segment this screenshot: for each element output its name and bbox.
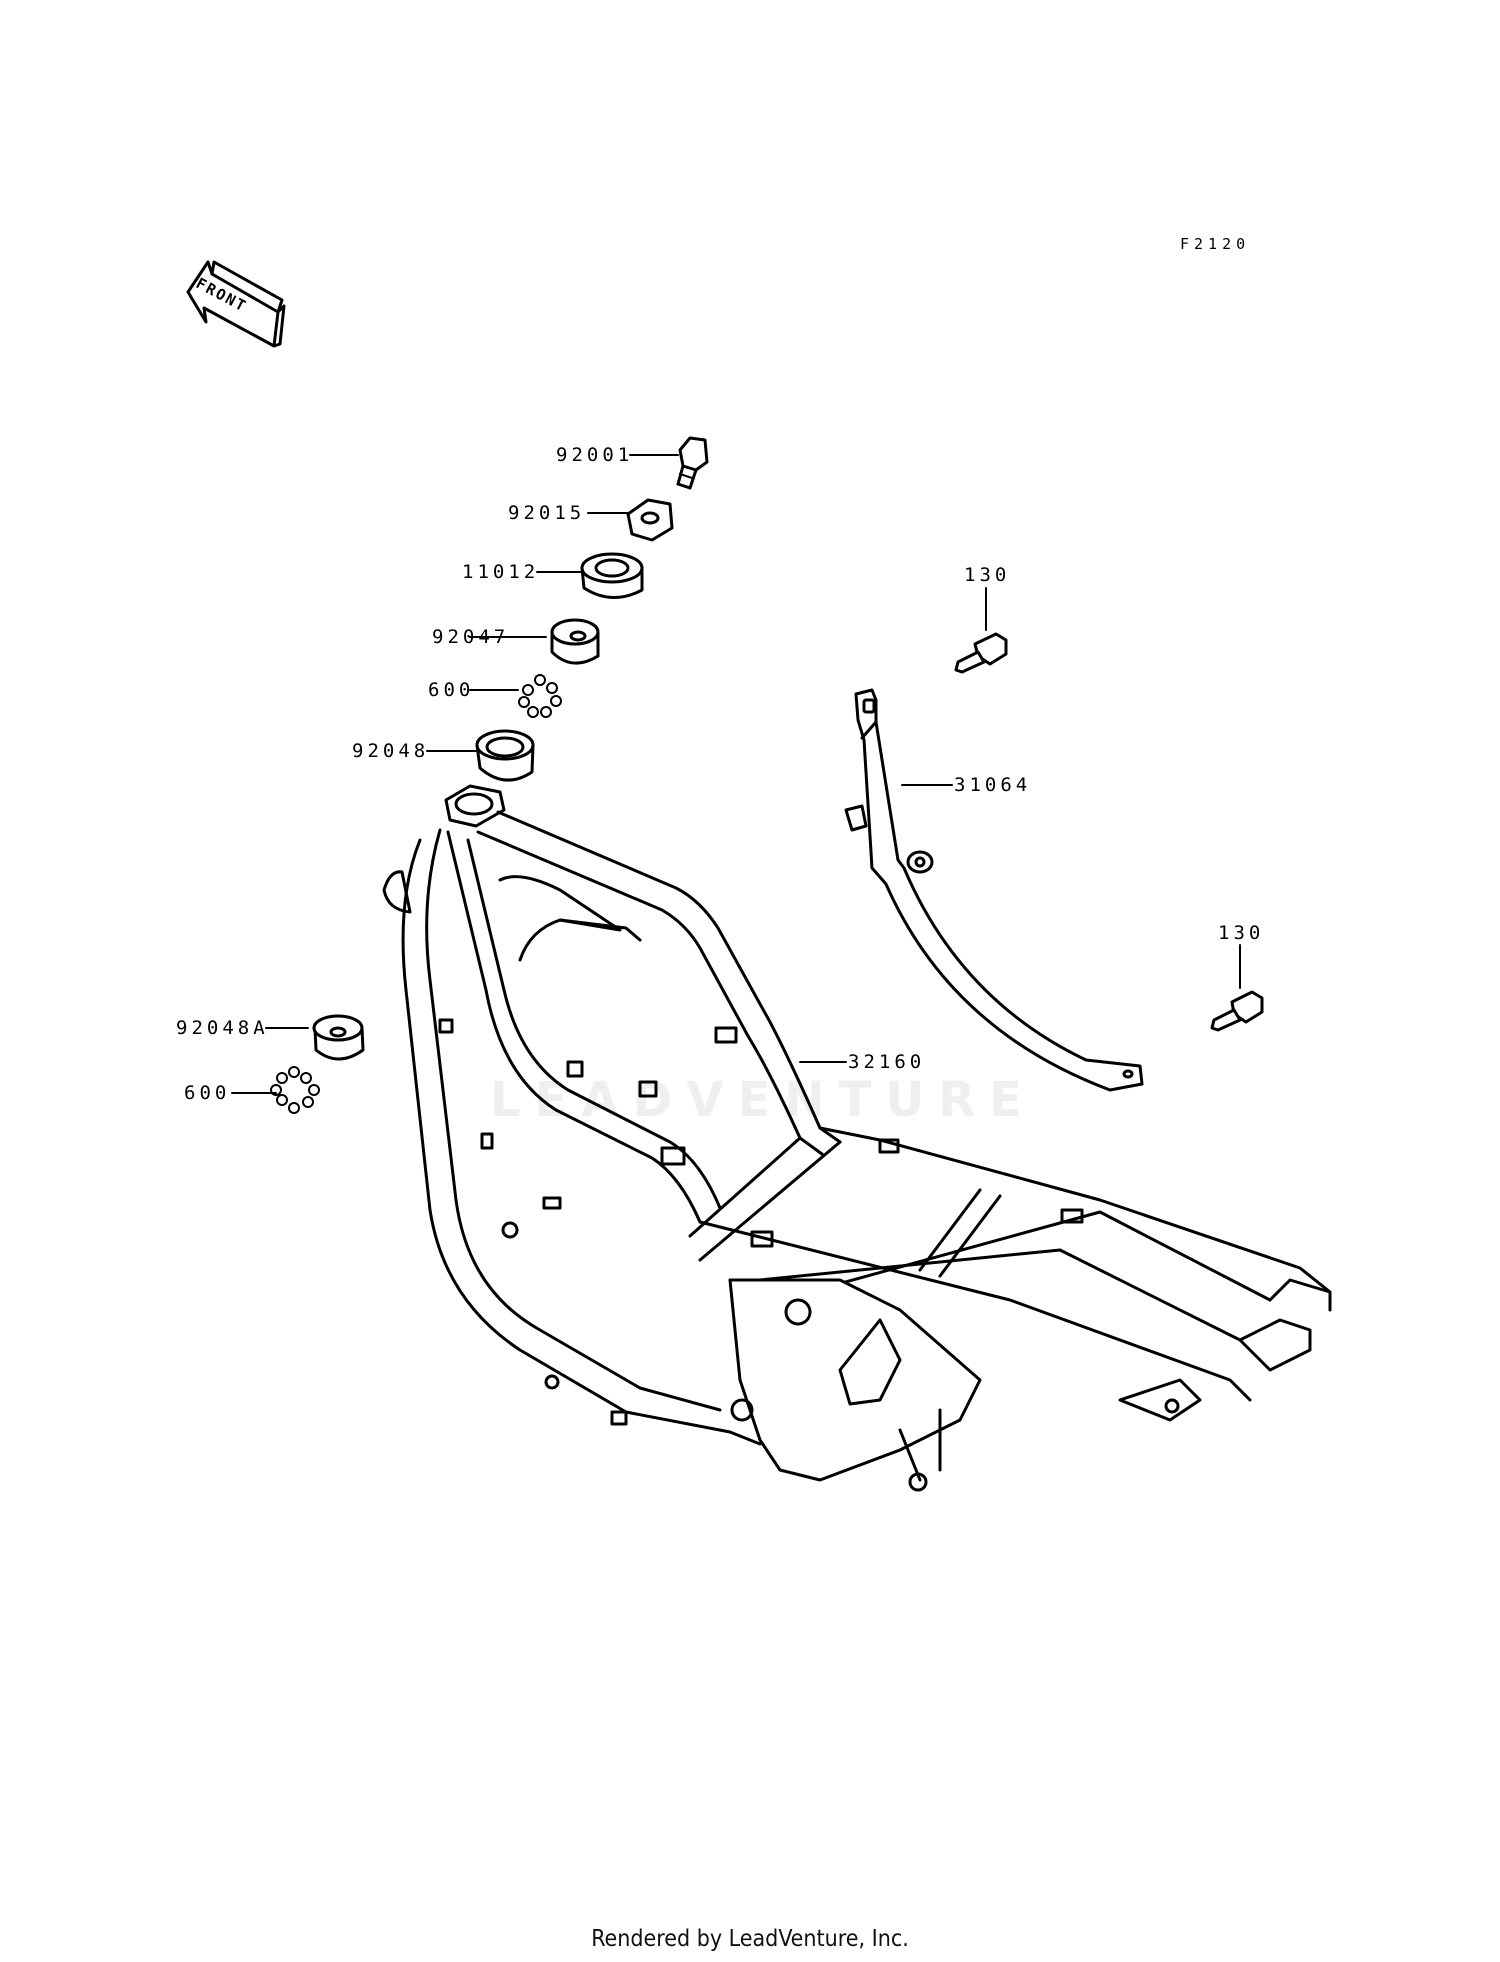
subframe-31064-icon: [844, 688, 1144, 1092]
cap-11012-icon: [580, 552, 644, 600]
part-label-92015[interactable]: 92015: [508, 502, 586, 524]
part-label-92048[interactable]: 92048: [352, 740, 430, 762]
steel-balls-upper-icon: [518, 674, 562, 718]
cup-92048-icon: [475, 729, 535, 782]
main-frame-32160-icon: [382, 784, 1332, 1492]
bolt-92001-icon: [676, 436, 709, 490]
figure-code: F2120: [1180, 235, 1251, 253]
part-label-600-upper[interactable]: 600: [428, 679, 475, 701]
steel-balls-lower-icon: [270, 1066, 320, 1114]
front-arrow-icon: [186, 260, 286, 348]
watermark: LEADVENTURE: [490, 1072, 1036, 1128]
bolt-130-lower-icon: [1210, 990, 1264, 1032]
part-label-92047[interactable]: 92047: [432, 626, 510, 648]
part-label-130-upper[interactable]: 130: [964, 564, 1011, 586]
part-label-92048A[interactable]: 92048A: [176, 1017, 269, 1039]
part-label-11012[interactable]: 11012: [462, 561, 540, 583]
part-label-92001[interactable]: 92001: [556, 444, 634, 466]
part-label-32160[interactable]: 32160: [848, 1051, 926, 1073]
part-label-130-lower[interactable]: 130: [1218, 922, 1265, 944]
bolt-130-upper-icon: [954, 632, 1008, 674]
damper-92048A-icon: [312, 1014, 365, 1061]
part-label-31064[interactable]: 31064: [954, 774, 1032, 796]
footer-credit: Rendered by LeadVenture, Inc.: [591, 1926, 909, 1952]
part-label-600-lower[interactable]: 600: [184, 1082, 231, 1104]
clip-92015-icon: [626, 498, 674, 542]
damper-92047-icon: [550, 618, 600, 665]
